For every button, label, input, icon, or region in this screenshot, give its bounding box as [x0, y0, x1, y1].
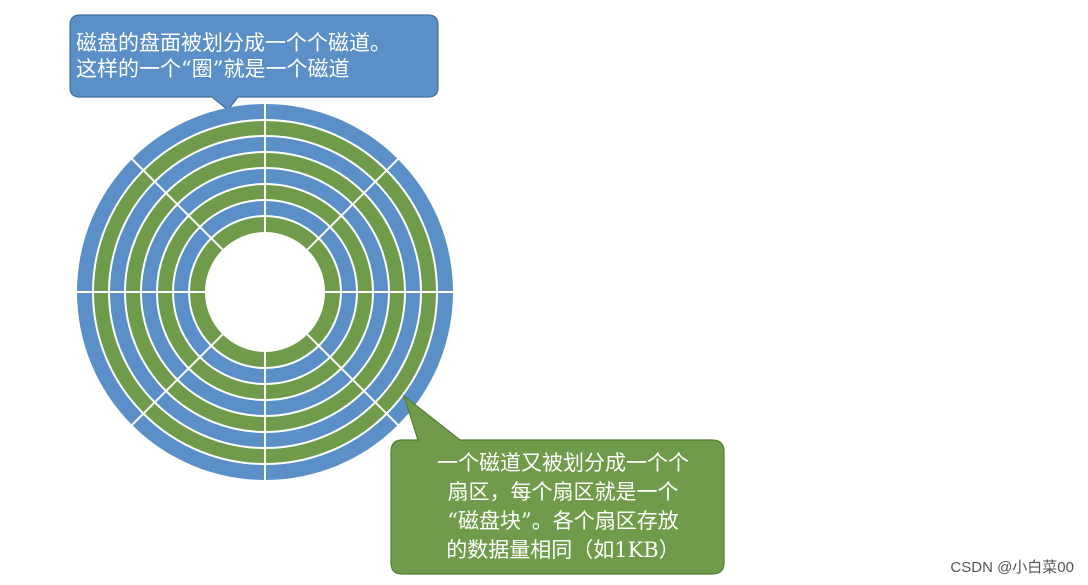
sector-callout-line: 扇区，每个扇区就是一个	[447, 480, 679, 504]
watermark: CSDN @小白菜00	[950, 559, 1074, 576]
sector-callout-text: 一个磁道又被划分成一个个 扇区，每个扇区就是一个 “磁盘块”。各个扇区存放 的数…	[403, 449, 723, 565]
sector-dividers	[76, 103, 454, 481]
sector-divider-2	[306, 333, 400, 427]
track-callout-line: 这样的一个“圈”就是一个磁道	[76, 57, 350, 81]
disk-hub	[205, 232, 325, 352]
sector-callout-bubble	[390, 394, 725, 575]
sector-divider-8	[306, 157, 400, 251]
sector-callout-line: 一个磁道又被划分成一个个	[437, 451, 689, 475]
sector-callout-line: “磁盘块”。各个扇区存放	[447, 509, 679, 533]
sector-divider-4	[130, 333, 224, 427]
sector-divider-6	[130, 157, 224, 251]
sector-callout-line: 的数据量相同（如1KB）	[446, 538, 680, 562]
track-callout-text: 磁盘的盘面被划分成一个个磁道。 这样的一个“圈”就是一个磁道	[76, 30, 391, 82]
track-callout-line: 磁盘的盘面被划分成一个个磁道。	[76, 31, 391, 55]
